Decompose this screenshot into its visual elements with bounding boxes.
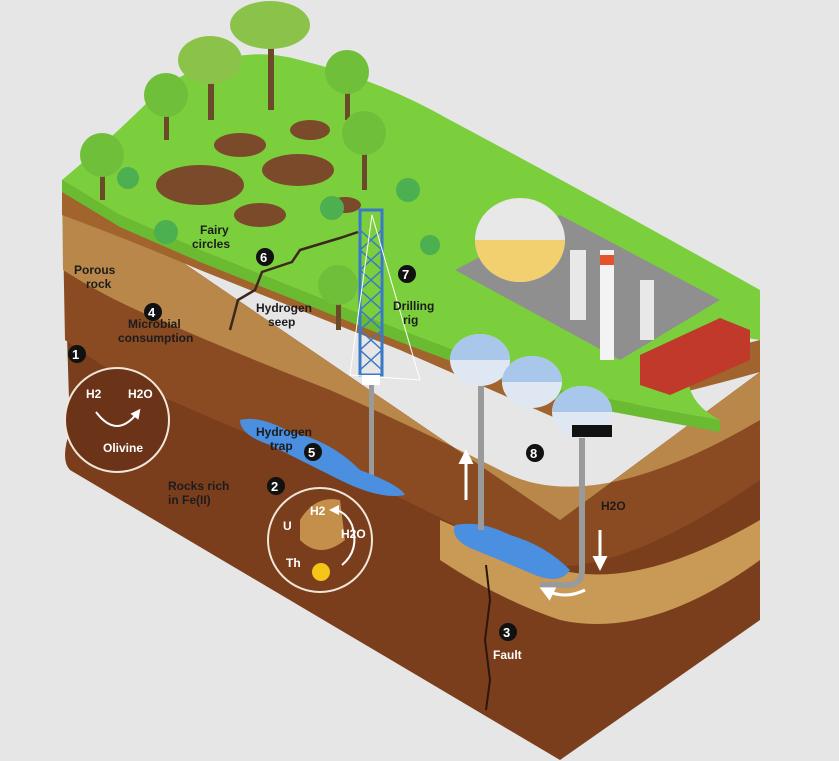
fairy-circle	[156, 165, 244, 205]
storage-dome	[450, 334, 510, 386]
radiation-icon	[312, 563, 330, 581]
marker-5: 5	[304, 443, 322, 461]
tree	[325, 50, 369, 120]
storage-dome	[502, 356, 562, 408]
fault-line	[483, 564, 492, 711]
microbial-consumption-label: Microbial consumption	[118, 317, 193, 345]
fairy-circle	[214, 133, 266, 157]
drilling-rig	[349, 208, 421, 487]
rig-base	[362, 375, 380, 385]
svg-text:6: 6	[260, 250, 267, 265]
marker-3: 3	[499, 623, 517, 641]
tree	[318, 265, 358, 330]
tree	[144, 73, 188, 140]
uranium-label: U	[283, 519, 292, 533]
rig-well-pipe	[369, 385, 374, 487]
industrial-plant	[455, 198, 750, 395]
radiolysis-h2-label: H2	[310, 504, 326, 518]
rocks-rich-label: Rocks rich in Fe(II)	[168, 479, 233, 507]
fairy-circle	[234, 203, 286, 227]
svg-text:2: 2	[271, 479, 278, 494]
number-markers: 1 2 3 4 5 6 7 8	[68, 248, 544, 641]
shrub	[420, 235, 440, 255]
svg-text:4: 4	[148, 305, 156, 320]
olivine-label: Olivine	[103, 441, 143, 455]
process-tower	[570, 250, 586, 320]
thorium-label: Th	[286, 556, 301, 570]
tree	[80, 133, 124, 200]
svg-text:3: 3	[503, 625, 510, 640]
return-arrow	[539, 587, 586, 601]
process-tower	[640, 280, 654, 340]
hydrogen-trap	[240, 418, 405, 496]
hydrogen-seep-label: Hydrogen seep	[256, 301, 315, 329]
shrub	[320, 196, 344, 220]
hydrogen-seep-crack	[228, 230, 359, 331]
tree	[230, 1, 310, 110]
svg-text:8: 8	[530, 446, 537, 461]
olivine-cycle-arrow	[95, 408, 141, 427]
hydrogen-trap-label: Hydrogen trap	[256, 425, 315, 453]
svg-text:5: 5	[308, 445, 315, 460]
storage-wells	[450, 334, 612, 601]
fairy-circles	[156, 120, 361, 227]
shrub	[396, 178, 420, 202]
drilling-rig-label: Drilling rig	[393, 299, 438, 327]
fault-label: Fault	[493, 648, 522, 662]
radiolysis-inset: U Th H2 H2O	[267, 487, 373, 593]
trees	[80, 1, 440, 330]
olivine-h2o-label: H2O	[128, 387, 153, 401]
water-injection-label: H2O	[601, 499, 626, 513]
chimney	[600, 250, 614, 360]
olivine-inset: H2 H2O Olivine	[64, 367, 170, 473]
storage-dome	[552, 386, 612, 438]
rig-bracing	[358, 229, 384, 371]
mid-rock-layer	[62, 180, 760, 567]
svg-text:7: 7	[402, 267, 409, 282]
tree	[178, 36, 242, 120]
injection-pipe	[540, 430, 585, 588]
svg-text:1: 1	[72, 347, 79, 362]
marker-7: 7	[398, 265, 416, 283]
light-sediment-band	[440, 520, 760, 624]
radiolysis-arrow	[329, 505, 356, 566]
olivine-h2-label: H2	[86, 387, 102, 401]
office-building	[640, 318, 750, 395]
injected-water-reservoir	[454, 523, 570, 579]
labels: Fairy circles Porous rock Microbial cons…	[74, 223, 626, 662]
fairy-circles-label: Fairy circles	[192, 223, 232, 251]
shrub	[117, 167, 139, 189]
marker-6: 6	[256, 248, 274, 266]
fairy-circle	[262, 154, 334, 186]
rig-guy-lines	[349, 214, 421, 381]
marker-2: 2	[267, 477, 285, 495]
radiolysis-h2o-label: H2O	[341, 527, 366, 541]
marker-4: 4	[144, 303, 162, 321]
marker-8: 8	[526, 444, 544, 462]
tree	[342, 111, 386, 190]
shrub	[154, 220, 178, 244]
marker-1: 1	[68, 345, 86, 363]
porous-rock-label: Porous rock	[74, 263, 119, 291]
fairy-circle	[290, 120, 330, 140]
